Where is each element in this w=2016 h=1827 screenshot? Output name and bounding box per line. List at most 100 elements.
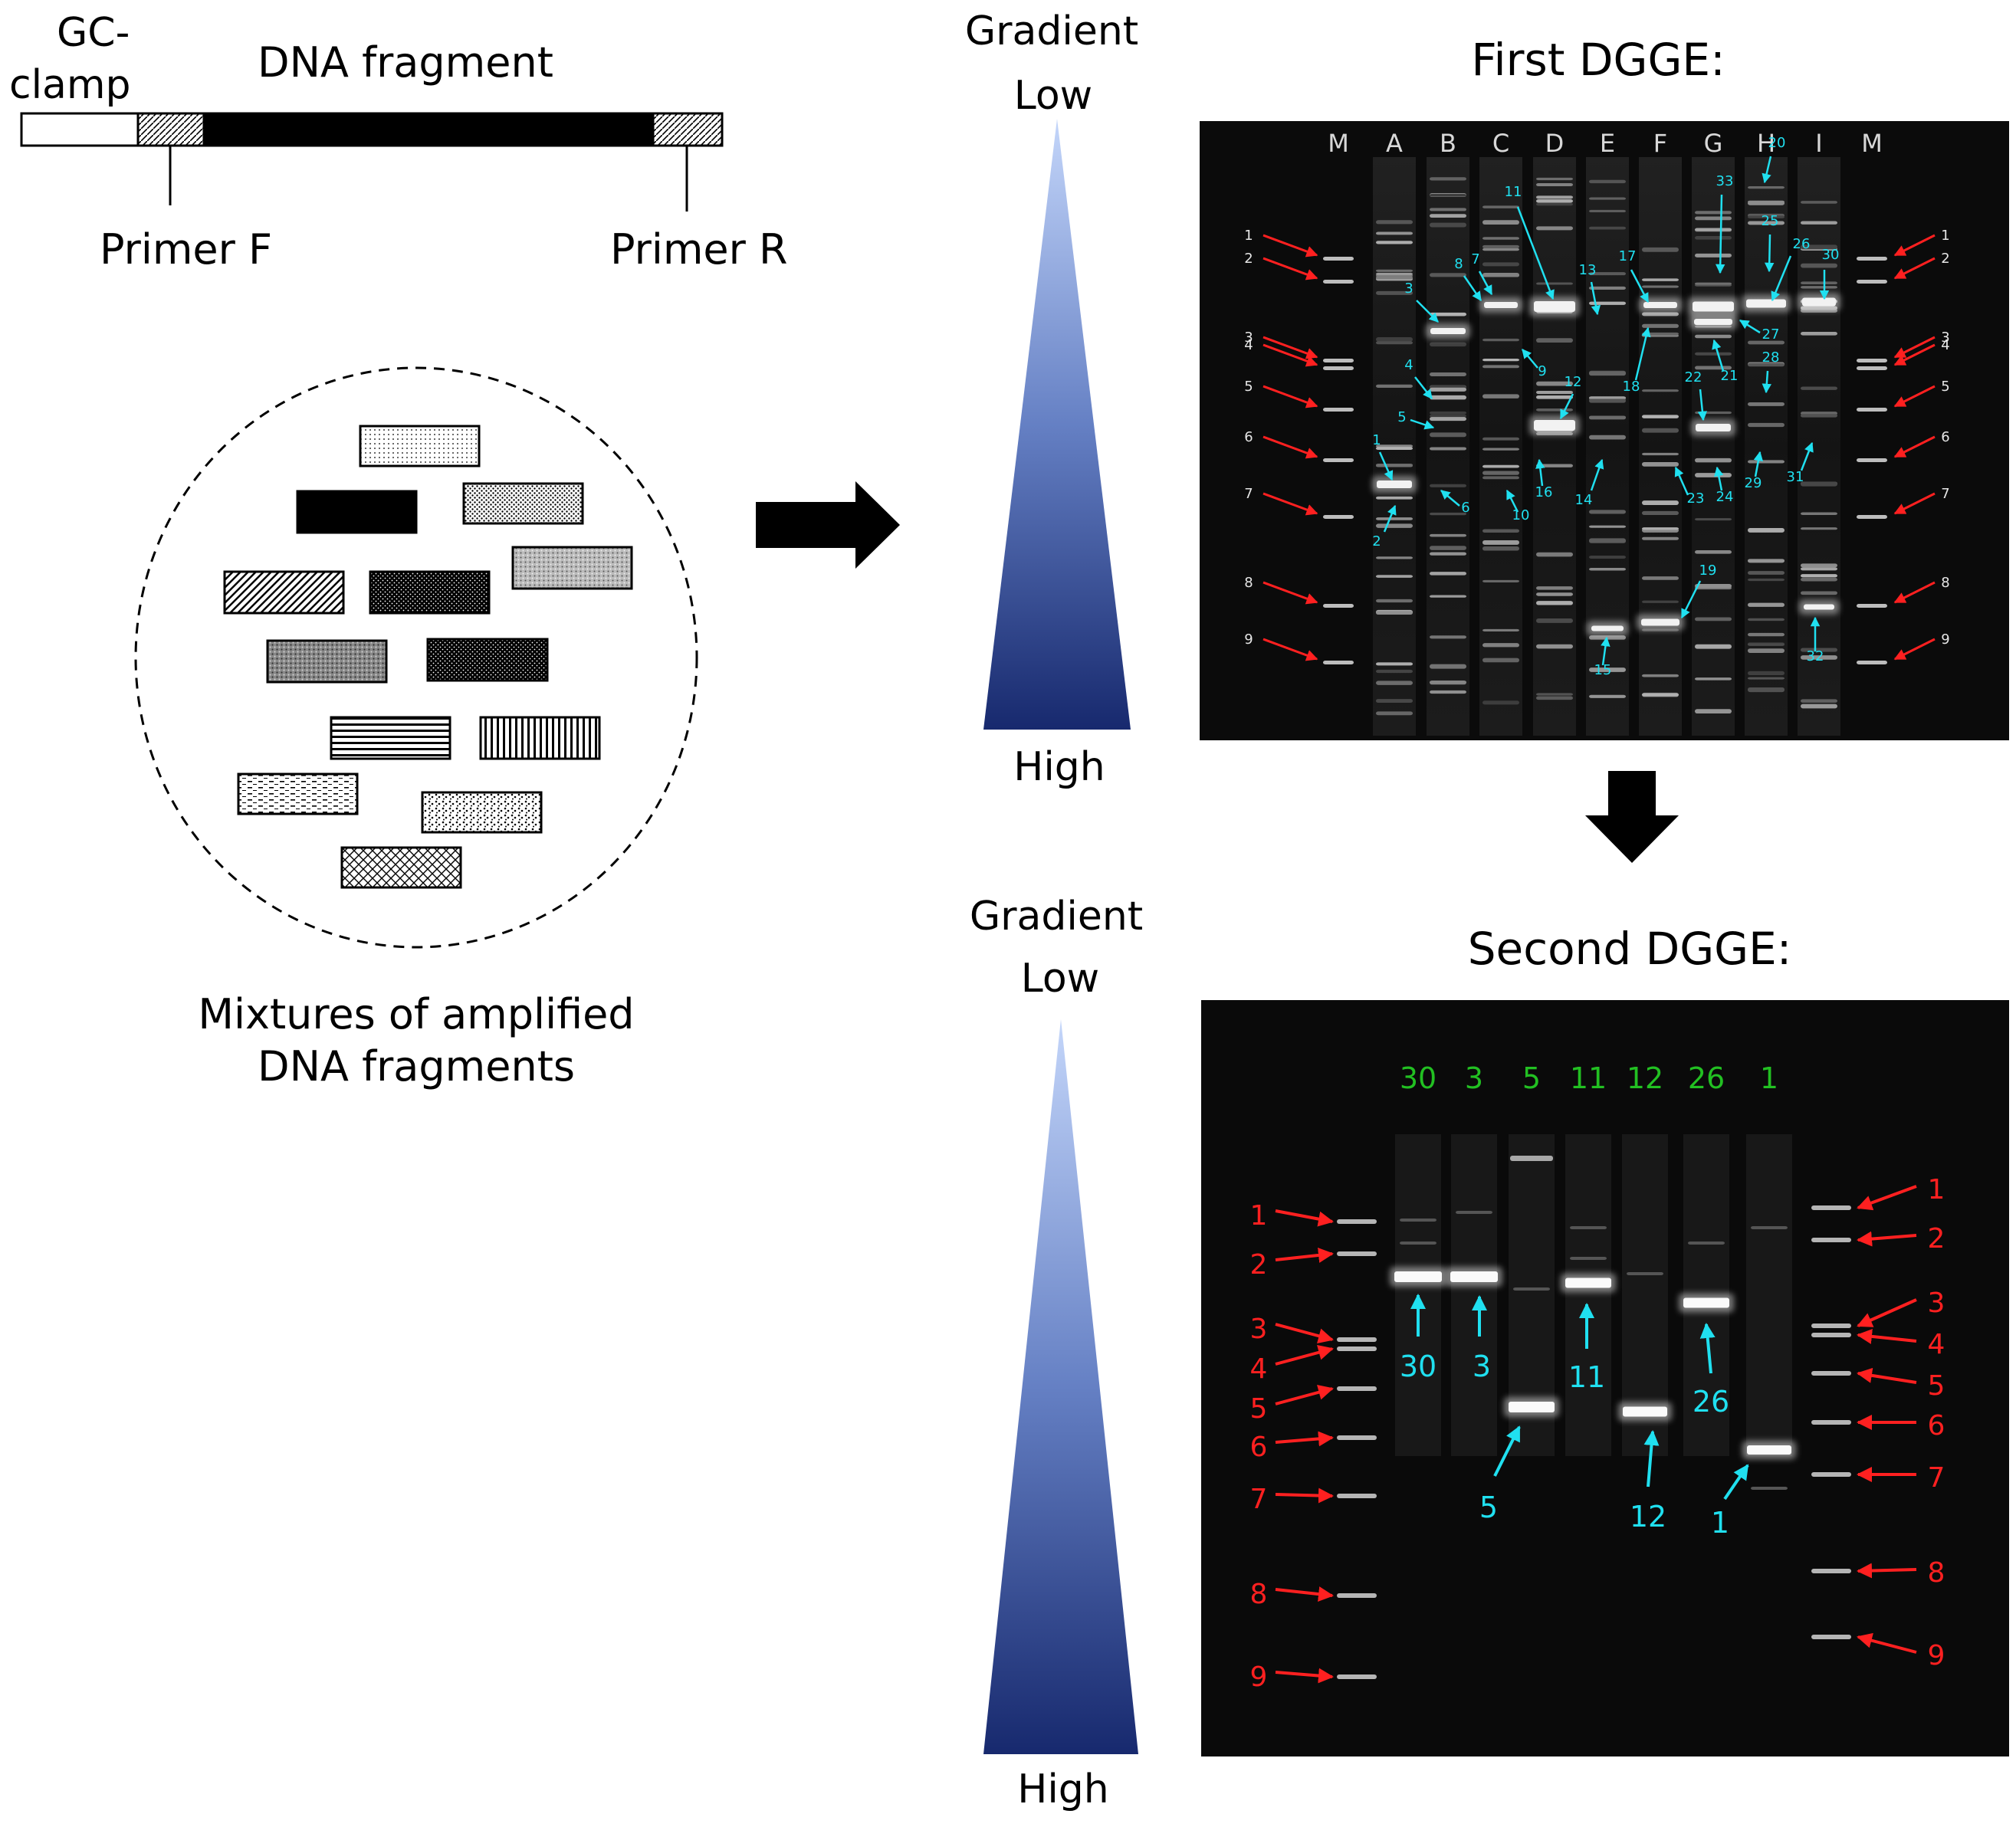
band-number: 1 [1372, 432, 1381, 448]
marker-arrow [1262, 581, 1318, 605]
gel-band [1430, 222, 1466, 228]
marker-number: 6 [1244, 429, 1253, 445]
gel-band [1430, 312, 1466, 317]
lane-label: A [1386, 129, 1403, 158]
gel-band [1748, 578, 1785, 582]
gel-lane-smear [1451, 1134, 1497, 1456]
gel-band [1482, 244, 1519, 248]
gel-band [1482, 394, 1519, 399]
gel-band [1534, 420, 1575, 431]
fragment-block [266, 639, 388, 684]
gel-band [1748, 362, 1785, 367]
band-number: 3 [1473, 1350, 1491, 1383]
gel-band [1376, 699, 1413, 704]
gel-band [1482, 205, 1519, 208]
gel-band [1642, 693, 1679, 697]
gel-band [1323, 515, 1354, 519]
gel-band [1323, 661, 1354, 664]
gel-band [1695, 550, 1732, 554]
marker-number: 3 [1250, 1314, 1268, 1345]
gel-lane-smear [1746, 1134, 1792, 1456]
gel-band [1536, 183, 1573, 187]
primer-r-label: Primer R [610, 225, 788, 274]
gel-band [1337, 1337, 1377, 1342]
band-number: 27 [1762, 326, 1780, 343]
band-arrow [1714, 466, 1724, 491]
gel-band [1430, 417, 1466, 421]
marker-arrow [1262, 336, 1318, 359]
marker-arrow [1275, 1323, 1334, 1343]
gel-band [1376, 523, 1413, 528]
gel-band [1589, 538, 1626, 543]
gel-band [1589, 399, 1626, 403]
gel-band [1513, 1287, 1550, 1291]
gel-band [1801, 414, 1837, 418]
dna-fragment-segment [202, 112, 655, 147]
gel-band [1484, 302, 1518, 308]
marker-number: 4 [1250, 1353, 1268, 1385]
gel-band [1536, 618, 1573, 623]
marker-number: 6 [1941, 429, 1949, 445]
dna-fragment-label: DNA fragment [258, 38, 553, 87]
gel-band [1748, 422, 1785, 428]
gel-band [1641, 618, 1679, 626]
gel-band [1376, 341, 1413, 345]
lane-label: M [1861, 129, 1883, 158]
gel-band [1337, 1219, 1377, 1224]
band-number: 19 [1699, 563, 1717, 579]
gel-band [1801, 648, 1837, 652]
gel-band [1748, 340, 1785, 345]
gel-band [1400, 1242, 1436, 1245]
lane-label: 5 [1522, 1061, 1541, 1095]
marker-arrow [1275, 1668, 1334, 1684]
band-arrow [1800, 441, 1814, 471]
gel-band [1642, 510, 1679, 516]
gel-band [1642, 500, 1679, 506]
primer-f-label: Primer F [100, 225, 272, 274]
gel-band [1430, 177, 1466, 181]
gel-band [1642, 600, 1679, 603]
band-number: 17 [1619, 248, 1637, 264]
gel-band [1536, 282, 1573, 285]
band-arrow [1643, 1430, 1660, 1488]
gel-band [1589, 694, 1626, 698]
gel-band [1430, 387, 1466, 392]
gel-band [1751, 1487, 1788, 1490]
lane-label: F [1653, 129, 1667, 158]
gel-band [1323, 366, 1354, 370]
gel-band [1589, 209, 1626, 213]
marker-number: 1 [1928, 1174, 1945, 1205]
gel-band [1857, 515, 1887, 519]
gel-band [1323, 280, 1354, 284]
gel-band [1642, 332, 1679, 336]
lane-label: M [1328, 129, 1349, 158]
marker-arrow [1262, 435, 1318, 459]
gel-band [1536, 195, 1573, 199]
marker-arrow [1262, 257, 1318, 280]
gel-band [1801, 591, 1837, 595]
band-arrow [1762, 370, 1772, 394]
gel-band [1482, 628, 1519, 632]
marker-arrow [1857, 1298, 1917, 1327]
gel-band [1337, 1593, 1377, 1598]
marker-number: 5 [1941, 379, 1949, 395]
gel-band [1695, 334, 1732, 339]
gel-band [1801, 332, 1837, 336]
gel-band [1695, 458, 1732, 463]
marker-number: 8 [1941, 575, 1949, 591]
gc-clamp-label-line2: clamp [9, 62, 131, 108]
band-arrow [1739, 319, 1761, 334]
gel-band [1801, 704, 1837, 709]
band-number: 29 [1745, 475, 1762, 491]
band-arrow [1416, 300, 1439, 323]
gel-band [1642, 461, 1679, 467]
gel-band [1482, 448, 1519, 451]
gel-band [1811, 1333, 1851, 1337]
gel-band [1536, 592, 1573, 596]
gel-bands [1337, 1156, 1851, 1679]
marker-arrow [1857, 1563, 1917, 1579]
gel-band [1482, 437, 1519, 441]
gel-band [1857, 366, 1887, 370]
gel-band [1510, 1156, 1553, 1161]
fragment-block [330, 716, 451, 760]
